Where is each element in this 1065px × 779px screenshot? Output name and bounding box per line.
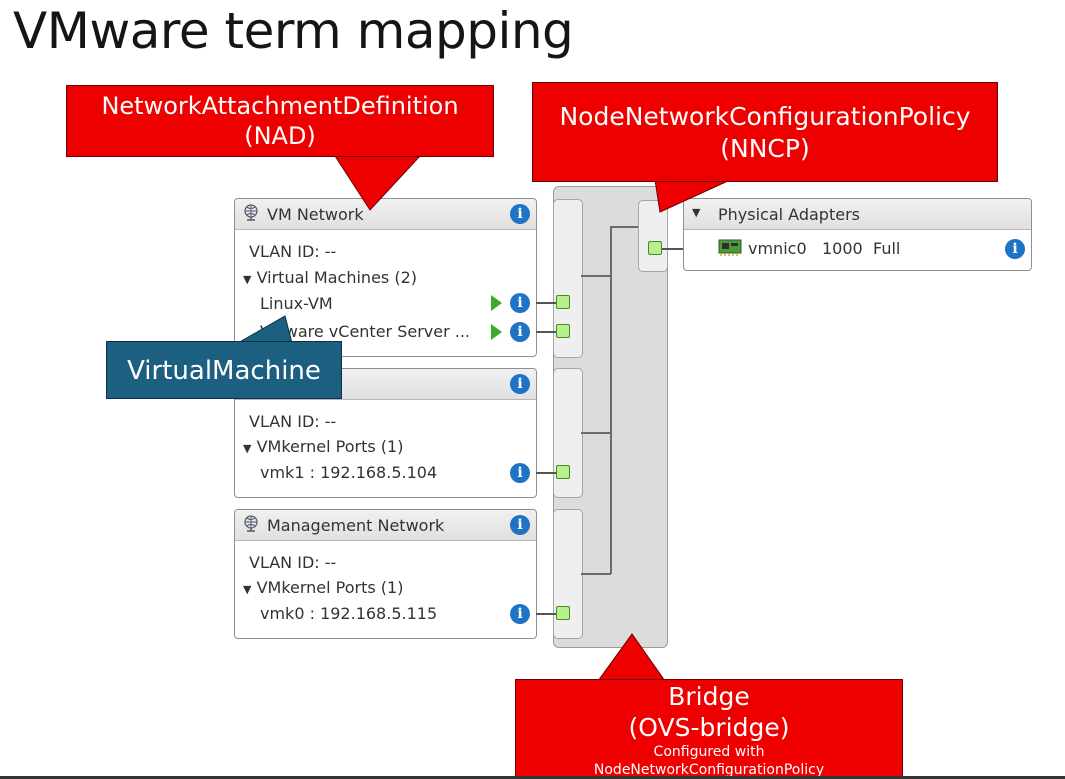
expand-triangle-icon: ▼: [243, 273, 252, 286]
vm-powered-on-icon: [491, 324, 502, 340]
port-group-name: Management Network: [267, 516, 445, 535]
bridge-pointer: [597, 633, 666, 682]
vm-pointer: [236, 315, 293, 344]
info-icon[interactable]: i: [1005, 239, 1025, 259]
section-header[interactable]: ▼ Virtual Machines (2): [243, 268, 417, 287]
nncp-callout: NodeNetworkConfigurationPolicy (NNCP): [532, 82, 998, 182]
port-connector-icon: [648, 241, 662, 255]
nic-name[interactable]: vmnic0: [748, 239, 807, 258]
uplink-slot: [638, 200, 668, 272]
network-globe-icon: [244, 204, 258, 221]
vlan-id: VLAN ID: --: [249, 553, 337, 572]
wire: [536, 302, 556, 304]
nic-duplex: Full: [873, 239, 901, 258]
port-connector-icon: [556, 295, 570, 309]
nad-pointer: [334, 155, 422, 211]
wire: [536, 331, 556, 333]
port-group-header: Management Network i: [235, 510, 536, 541]
section-header[interactable]: ▼ VMkernel Ports (1): [243, 578, 403, 597]
expand-triangle-icon: ▼: [243, 583, 252, 596]
network-globe-icon: [244, 515, 258, 532]
section-header[interactable]: ▼ VMkernel Ports (1): [243, 437, 403, 456]
port-group-management-network[interactable]: Management Network i VLAN ID: -- ▼ VMker…: [234, 509, 537, 639]
wire: [610, 226, 640, 228]
bottom-rule: [0, 776, 1065, 779]
info-icon[interactable]: i: [510, 322, 530, 342]
section-label: Virtual Machines (2): [256, 268, 417, 287]
wire: [581, 275, 611, 277]
port-group-name: VM Network: [267, 205, 364, 224]
info-icon[interactable]: i: [510, 374, 530, 394]
wire: [536, 613, 556, 615]
page-title: VMware term mapping: [13, 2, 574, 60]
nad-callout-line1: NetworkAttachmentDefinition: [101, 92, 459, 120]
bridge-callout: Bridge (OVS-bridge) Configured with Node…: [515, 679, 903, 779]
nncp-pointer: [654, 179, 731, 213]
info-icon[interactable]: i: [510, 204, 530, 224]
info-icon[interactable]: i: [510, 515, 530, 535]
nic-speed: 1000: [822, 239, 863, 258]
port-group-header: VM Network i: [235, 199, 536, 230]
vmkernel-port-item[interactable]: vmk0 : 192.168.5.115: [260, 604, 438, 623]
info-icon[interactable]: i: [510, 293, 530, 313]
bridge-callout-line1: Bridge: [668, 682, 750, 711]
wire: [662, 248, 684, 250]
bridge-callout-line3: Configured with: [653, 744, 765, 760]
vm-callout-label: VirtualMachine: [127, 356, 321, 386]
vm-item[interactable]: VMware vCenter Server ...: [260, 322, 471, 341]
vlan-id: VLAN ID: --: [249, 412, 337, 431]
bridge-callout-line4: NodeNetworkConfigurationPolicy: [593, 762, 825, 778]
vlan-id: VLAN ID: --: [249, 242, 337, 261]
vm-powered-on-icon: [491, 295, 502, 311]
wire: [536, 472, 556, 474]
expand-triangle-icon: ▼: [243, 442, 252, 455]
wire: [581, 573, 611, 575]
port-connector-icon: [556, 465, 570, 479]
info-icon[interactable]: i: [510, 463, 530, 483]
vm-item[interactable]: Linux-VM: [260, 294, 333, 313]
nad-callout-line2: (NAD): [244, 122, 316, 150]
physical-adapters-header: ▼ Physical Adapters: [684, 199, 1031, 230]
nad-callout: NetworkAttachmentDefinition (NAD): [66, 85, 494, 157]
wire: [610, 226, 612, 574]
nncp-callout-line2: (NNCP): [720, 134, 810, 163]
nncp-callout-line1: NodeNetworkConfigurationPolicy: [559, 102, 971, 131]
physical-adapters-panel[interactable]: ▼ Physical Adapters vmnic0 1000 Full i: [683, 198, 1032, 271]
bridge-callout-line2: (OVS-bridge): [628, 713, 790, 742]
info-icon[interactable]: i: [510, 604, 530, 624]
vm-callout: VirtualMachine: [106, 341, 342, 399]
nic-card-icon: [718, 239, 742, 256]
section-label: VMkernel Ports (1): [256, 578, 404, 597]
physical-adapters-title: Physical Adapters: [718, 205, 860, 224]
port-connector-icon: [556, 606, 570, 620]
vmkernel-port-item[interactable]: vmk1 : 192.168.5.104: [260, 463, 438, 482]
expand-triangle-icon: ▼: [692, 206, 701, 219]
port-connector-icon: [556, 324, 570, 338]
section-label: VMkernel Ports (1): [256, 437, 404, 456]
wire: [581, 432, 611, 434]
